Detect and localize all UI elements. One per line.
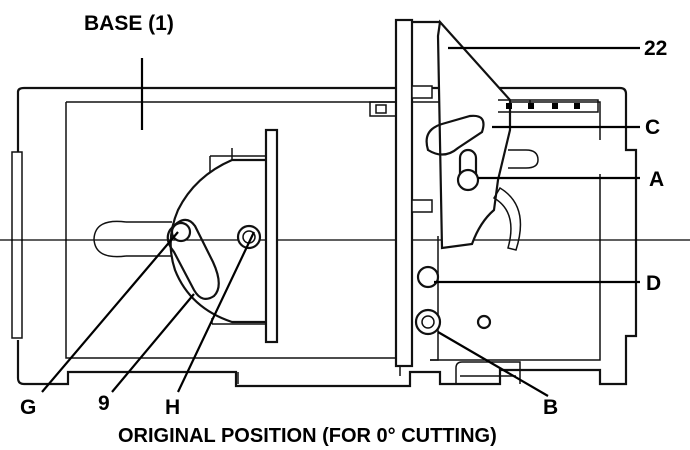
label-22: 22 — [644, 37, 667, 60]
label-b: B — [543, 396, 558, 419]
label-h: H — [165, 396, 180, 419]
label-c: C — [645, 116, 660, 139]
label-9: 9 — [98, 392, 110, 415]
label-base: BASE (1) — [84, 12, 174, 35]
base-body — [11, 86, 638, 388]
label-a: A — [649, 168, 664, 191]
label-d: D — [646, 272, 661, 295]
leader-lines — [41, 46, 640, 397]
caption: ORIGINAL POSITION (FOR 0° CUTTING) — [118, 425, 497, 447]
plate-22 — [369, 18, 599, 368]
label-g: G — [20, 396, 36, 419]
miter-table — [93, 128, 279, 344]
